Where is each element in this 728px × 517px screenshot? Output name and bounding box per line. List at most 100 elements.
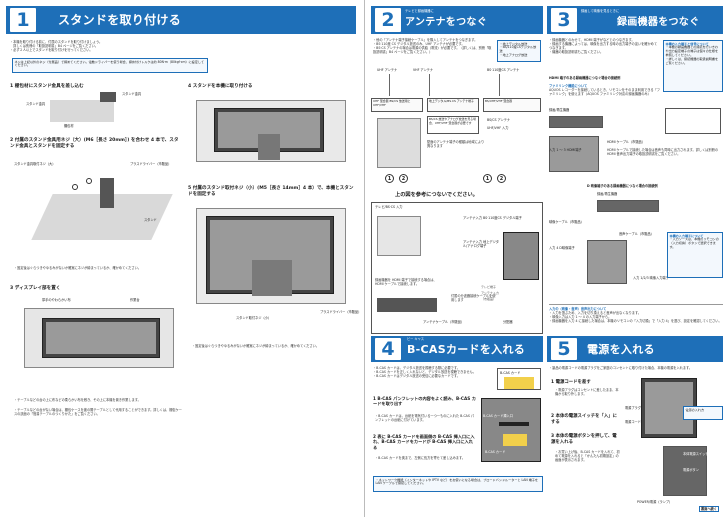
section-4-ruby: ビー キャス bbox=[407, 337, 424, 341]
s2-antenna-bs: BS·110度CS アンテナ bbox=[487, 68, 520, 72]
s2-broadcast-bubble: ・地上デジタル放送 ・BS/110度CSデジタル放送 ・地上アナログ放送 bbox=[497, 40, 541, 62]
s3-d-head: D 映像端子のある録画機器につなぐ場合の接続例 bbox=[587, 184, 658, 188]
s3-hdmi-label-1: HDMI ケーブル（市販品） bbox=[607, 140, 646, 144]
s2-box-b: 地上デジタル/BS·CS アンテナ端子 bbox=[427, 98, 479, 112]
s1-step3-notes: ・テーブルなどの台の上に布などの柔らかい布を敷き、その上に本機を置き作業します。… bbox=[14, 398, 182, 416]
s3-bottom: 入力の（映像・音声）音声出力について ・入力を選ぶため、入力を切り換えると音声が… bbox=[549, 304, 723, 323]
s3-hdmi-note: HDMI ケーブルで接続した場合は音声も同時に出力されます。詳しくは別冊の HD… bbox=[607, 148, 719, 156]
left-page: 1 スタンドを取り付ける ・本機を取り付ける前に、付属のスタンドを取り付けましょ… bbox=[6, 6, 362, 416]
section-1-number: 1 bbox=[10, 8, 36, 32]
s1-step5-illustration: プラスドライバー（市販品） スタンド取付ネジ（小） bbox=[196, 204, 361, 324]
s2-recorder bbox=[377, 298, 437, 312]
s4-label-card: B-CAS カード bbox=[485, 450, 506, 454]
s5-tv-zoom bbox=[663, 446, 707, 496]
s5-next: 裏面へ続く bbox=[699, 506, 719, 512]
s5-intro: ・製品の電源コードの電源プラグをご家庭のコンセントに取り付けた場合、本機の電源を… bbox=[549, 366, 693, 370]
step5-stand bbox=[252, 260, 292, 296]
s1-label-small-screw: スタンド取付ネジ（小） bbox=[236, 316, 272, 320]
s2-strip: 上の図を参考につないでください。 bbox=[395, 192, 478, 198]
s1-step4-illustration bbox=[196, 94, 356, 174]
display-panel-facedown bbox=[42, 318, 160, 358]
s3-d-label-4: 入力 1/2/3 映像入力端子 bbox=[633, 276, 669, 280]
s1-step-2: 2 付属のスタンド金具用ネジ（大）(M6［長さ 20mm］) を合わせ 4 本で… bbox=[10, 138, 179, 149]
plug-2: 2 bbox=[399, 174, 408, 183]
section-3-number: 3 bbox=[551, 8, 577, 32]
s4-step2-note: ・B-CAS カードを奥まで、左側に長方を寄せて差し込みます。 bbox=[375, 456, 466, 460]
stand-neck bbox=[100, 178, 114, 208]
s2-right-label-1: BS/CS アンテナ bbox=[487, 118, 511, 122]
s4-label-slot: B-CAS カード挿入口 bbox=[483, 414, 513, 418]
s5-label-plug: 電源プラグ bbox=[625, 406, 641, 410]
s3-d-diagram: 録画/再生機器 映像ケーブル（市販品） 入力 4 D映像端子 音声ケーブル（市販… bbox=[549, 192, 725, 300]
section-4-title: B-CASカードを入れる bbox=[407, 343, 526, 356]
s4-intro: ・B-CAS カードは、デジタル放送を視聴する際に必要です。 ・B-CAS カー… bbox=[373, 366, 476, 378]
section-3-banner: 3 録画して映像を見るときに 録画機器をつなぐ bbox=[547, 6, 723, 34]
s4-step-2: 2 表に B-CAS カードを画面側の B-CAS 挿入口に入れ、B-CAS カ… bbox=[373, 434, 475, 450]
s2-cable-note-1: アンテナ入力 bbox=[481, 291, 499, 295]
s2-box-a: UHF 混合器 BS/CS 放送用とUHF/VHF bbox=[371, 98, 423, 112]
s3-recorder-d bbox=[597, 200, 659, 212]
s2-detail-label-2: アンテナ入力 地上デジタル/アナログ端子 bbox=[463, 240, 499, 248]
s1-label-bracket-a: スタンド金具 bbox=[122, 92, 142, 96]
s5-step-2: 2 本体の電源スイッチを「入」にする bbox=[551, 414, 618, 425]
s2-box-c: BS/UHF/VHF 混合器 bbox=[483, 98, 541, 112]
s1-label-table: 作業台 bbox=[130, 298, 140, 302]
s2-detail-label-1: アンテナ入力 BS·110度CS デジタル端子 bbox=[463, 216, 522, 220]
s4-step-1: 1 B-CAS パンフレットの内容をよく読み、B-CAS カードを取り出す bbox=[373, 396, 476, 407]
s4-insert-diagram: B-CAS カード挿入口 B-CAS カード bbox=[481, 394, 543, 470]
s2-tip: 壁面のアンテナ端子の種類は地域により異なります bbox=[427, 140, 485, 148]
s3-d-label-2: 入力 4 D映像端子 bbox=[549, 246, 575, 250]
stand-bracket bbox=[100, 92, 116, 102]
s3-hdmi-label-2: 入力 1 ～ 3 HDMI端子 bbox=[549, 148, 582, 152]
section-3-pre: 録画して映像を見るときに bbox=[581, 9, 620, 13]
s4-tv-side bbox=[481, 398, 541, 462]
s5-power-diagram: 電源プラグ 電源コード 本体電源スイッチ 電源ボタン 電源の入れ方 POWER/… bbox=[623, 376, 725, 506]
s2-bottom-label-0: アンテナケーブル（市販品） bbox=[423, 320, 465, 324]
s5-howto-box: 電源の入れ方 bbox=[683, 406, 723, 420]
s1-step-1: 1 棚包材にスタンド金具を差し込む bbox=[10, 84, 84, 89]
s1-intro: ・本機を取り付ける前に、付属のスタンドを取り付けましょう。 詳しくは別冊の「取扱… bbox=[10, 40, 103, 52]
s2-wall-terminal bbox=[377, 216, 421, 256]
s1-label-driver-5: プラスドライバー（市販品） bbox=[320, 310, 362, 314]
s3-recorder-hdmi bbox=[549, 116, 603, 128]
s4-network-note: ・ネットワーク機能（インターネットや IPTV など）をお使いになる場合は、ブロ… bbox=[373, 476, 543, 492]
s2-detail-diagram: テレビ/BS·CS 入力 アンテナ入力 BS·110度CS デジタル端子 アンテ… bbox=[371, 202, 543, 336]
s4-card-inserting bbox=[503, 434, 527, 446]
s2-cable-note-0: テレビ端子 bbox=[481, 285, 497, 289]
section-4-banner: 4 ビー キャス B-CASカードを入れる bbox=[371, 336, 543, 362]
s2-antenna-vhf: VHF アンテナ bbox=[413, 68, 434, 72]
s4-card-label: B-CAS カード bbox=[500, 371, 521, 375]
s1-label-bracket-b: スタンド金具 bbox=[26, 102, 46, 106]
s3-d-label-3: 音声ケーブル（市販品） bbox=[619, 232, 654, 236]
section-5-number: 5 bbox=[551, 338, 577, 360]
s2-right-label-2: UHF/VHF 入力 bbox=[487, 126, 509, 130]
antenna-mast-1 bbox=[389, 74, 390, 96]
s5-label-button: 電源ボタン bbox=[683, 468, 699, 472]
s1-step2-note: ・固定後はぐらつきやゆるみがないか確実にネジが締まっているか、確かめてください。 bbox=[14, 266, 142, 270]
s2-antenna-diagram: UHF アンテナ VHF アンテナ BS·110度CS アンテナ UHF 混合器… bbox=[371, 68, 543, 188]
plug-1: 1 bbox=[385, 174, 394, 183]
s1-label-cloth: 厚手のやわらかい布 bbox=[42, 298, 71, 302]
s5-step-1: 1 電源コードを差す bbox=[551, 380, 591, 385]
s1-label-big-screw: スタンド金具取付ネジ（大） bbox=[14, 162, 56, 166]
s1-step1-illustration: スタンド金具 スタンド金具 棚包材 bbox=[24, 92, 164, 128]
s2-tv-back bbox=[503, 232, 539, 280]
s2-detail-label-0: テレビ/BS·CS 入力 bbox=[375, 205, 403, 209]
section-1-title: スタンドを取り付ける bbox=[58, 13, 182, 27]
s5-step1-note: ・電源プラグはコンセントに差したまま、本機から取り外します。 bbox=[555, 388, 619, 396]
s1-label-packing: 棚包材 bbox=[64, 124, 74, 128]
s3-hdmi-head: HDMI 端子のある録画機器につなぐ場合の接続例 bbox=[549, 76, 621, 80]
s5-label-switch: 本体電源スイッチ bbox=[683, 452, 709, 456]
s3-hdmi-label-0: 録画/再生機器 bbox=[549, 108, 570, 112]
section-2-title: アンテナをつなぐ bbox=[405, 17, 487, 28]
s2-antenna-uhf: UHF アンテナ bbox=[377, 68, 398, 72]
s5-step3-note: ・お買い上げ後、B-CAS カードを入れて、初めて電源を入れると「かんたん初期設… bbox=[555, 450, 620, 462]
s1-step2-illustration: スタンド金具取付ネジ（大） プラスドライバー（市販品） スタンド bbox=[12, 158, 182, 262]
antenna-mast-2 bbox=[429, 74, 430, 96]
right-page: 2 テレビと録画機器に アンテナをつなぐ 3 録画して映像を見るときに 録画機器… bbox=[364, 0, 728, 517]
packing-material bbox=[50, 100, 114, 122]
s3-intro: ・録画機器とのわせて、HDMI 端子がなどとのつなぎます。 ・録画する機器によっ… bbox=[549, 38, 658, 54]
antenna-mast-3 bbox=[499, 74, 500, 96]
plug-3: 1 bbox=[483, 174, 492, 183]
s1-step-4: 4 スタンドを本機に取り付ける bbox=[188, 84, 253, 89]
